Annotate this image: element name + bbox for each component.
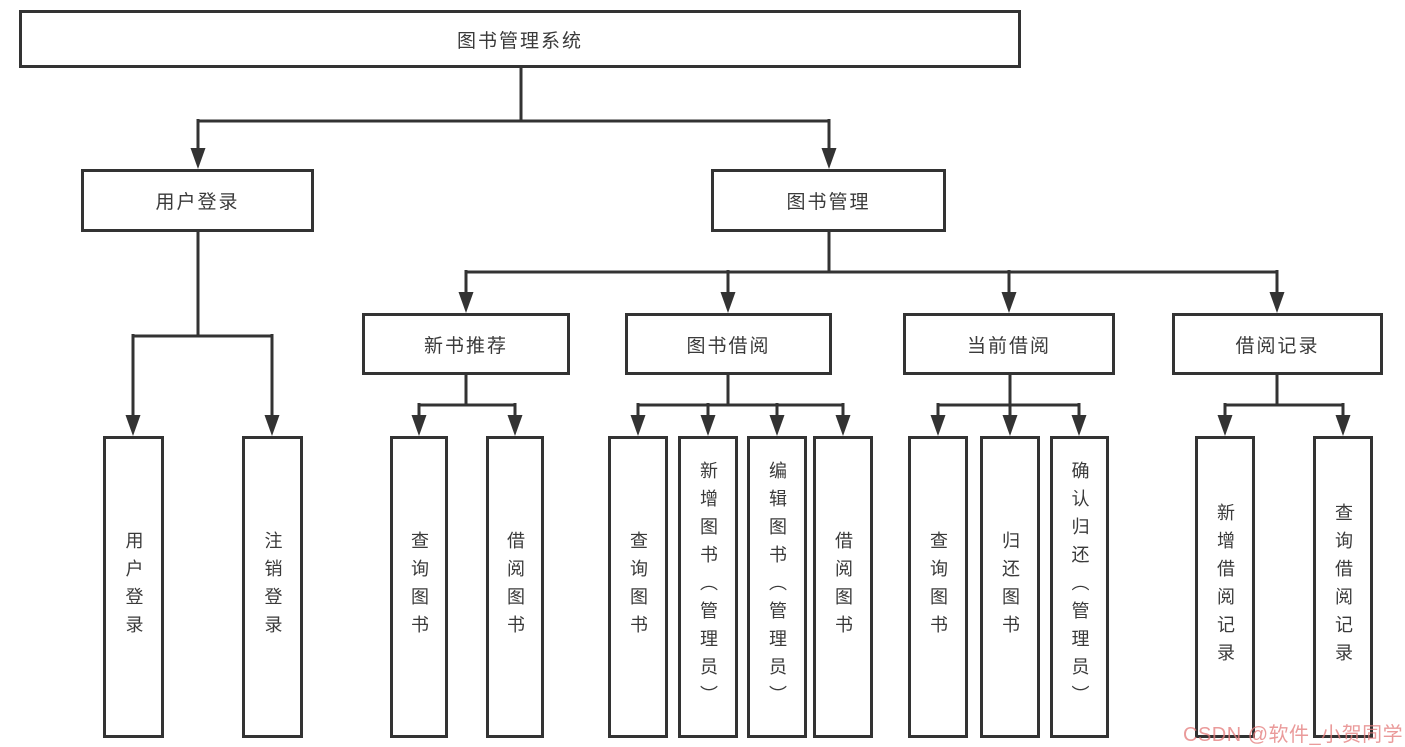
node-book-borrow-label: 图书借阅 bbox=[686, 335, 771, 357]
connector-current-borrow bbox=[930, 375, 1087, 436]
leaf-query-books-borrow: 查询图书 bbox=[608, 436, 668, 738]
connector-borrow-records bbox=[1217, 375, 1351, 436]
node-borrow-records: 借阅记录 bbox=[1172, 313, 1383, 375]
node-new-book-recommend: 新书推荐 bbox=[362, 313, 570, 375]
node-user-login-label: 用户登录 bbox=[155, 192, 240, 213]
node-current-borrow-label: 当前借阅 bbox=[966, 335, 1051, 357]
node-book-management-label: 图书管理 bbox=[786, 192, 871, 213]
node-borrow-records-label: 借阅记录 bbox=[1235, 335, 1320, 357]
leaf-add-books-admin-label: 新增图书（管理员） bbox=[698, 461, 718, 713]
connector-new-book-recommend bbox=[411, 375, 523, 436]
leaf-borrow-books: 借阅图书 bbox=[813, 436, 873, 738]
leaf-confirm-return-admin: 确认归还（管理员） bbox=[1050, 436, 1109, 738]
leaf-add-books-admin: 新增图书（管理员） bbox=[678, 436, 738, 738]
node-library-system-label: 图书管理系统 bbox=[456, 30, 583, 52]
connector-book-management bbox=[458, 232, 1285, 313]
node-new-book-recommend-label: 新书推荐 bbox=[423, 335, 508, 357]
leaf-return-books-label: 归还图书 bbox=[1000, 531, 1020, 643]
leaf-add-borrow-record-label: 新增借阅记录 bbox=[1215, 503, 1235, 671]
leaf-user-login-label: 用户登录 bbox=[123, 531, 144, 643]
leaf-logout: 注销登录 bbox=[242, 436, 303, 738]
leaf-borrow-books-label: 借阅图书 bbox=[833, 531, 853, 643]
leaf-query-books-current-label: 查询图书 bbox=[928, 531, 948, 643]
leaf-logout-label: 注销登录 bbox=[262, 531, 283, 643]
node-user-login: 用户登录 bbox=[81, 169, 314, 232]
leaf-query-books-recommend-label: 查询图书 bbox=[409, 531, 429, 643]
node-book-borrow: 图书借阅 bbox=[625, 313, 832, 375]
leaf-edit-books-admin-label: 编辑图书（管理员） bbox=[767, 461, 787, 713]
connector-user-login bbox=[125, 232, 280, 436]
leaf-borrow-books-recommend-label: 借阅图书 bbox=[505, 531, 525, 643]
connector-book-borrow bbox=[630, 375, 851, 436]
node-book-management: 图书管理 bbox=[711, 169, 946, 232]
leaf-edit-books-admin: 编辑图书（管理员） bbox=[747, 436, 807, 738]
leaf-confirm-return-admin-label: 确认归还（管理员） bbox=[1069, 461, 1090, 713]
leaf-query-books-current: 查询图书 bbox=[908, 436, 968, 738]
node-library-system: 图书管理系统 bbox=[19, 10, 1021, 68]
csdn-watermark: CSDN @软件_小贺同学 bbox=[1183, 724, 1404, 746]
leaf-query-borrow-record: 查询借阅记录 bbox=[1313, 436, 1373, 738]
node-current-borrow: 当前借阅 bbox=[903, 313, 1115, 375]
leaf-add-borrow-record: 新增借阅记录 bbox=[1195, 436, 1255, 738]
leaf-query-books-recommend: 查询图书 bbox=[390, 436, 448, 738]
leaf-user-login: 用户登录 bbox=[103, 436, 164, 738]
leaf-query-borrow-record-label: 查询借阅记录 bbox=[1333, 503, 1353, 671]
leaf-borrow-books-recommend: 借阅图书 bbox=[486, 436, 544, 738]
connector-root bbox=[190, 68, 837, 169]
leaf-query-books-borrow-label: 查询图书 bbox=[628, 531, 648, 643]
leaf-return-books: 归还图书 bbox=[980, 436, 1040, 738]
